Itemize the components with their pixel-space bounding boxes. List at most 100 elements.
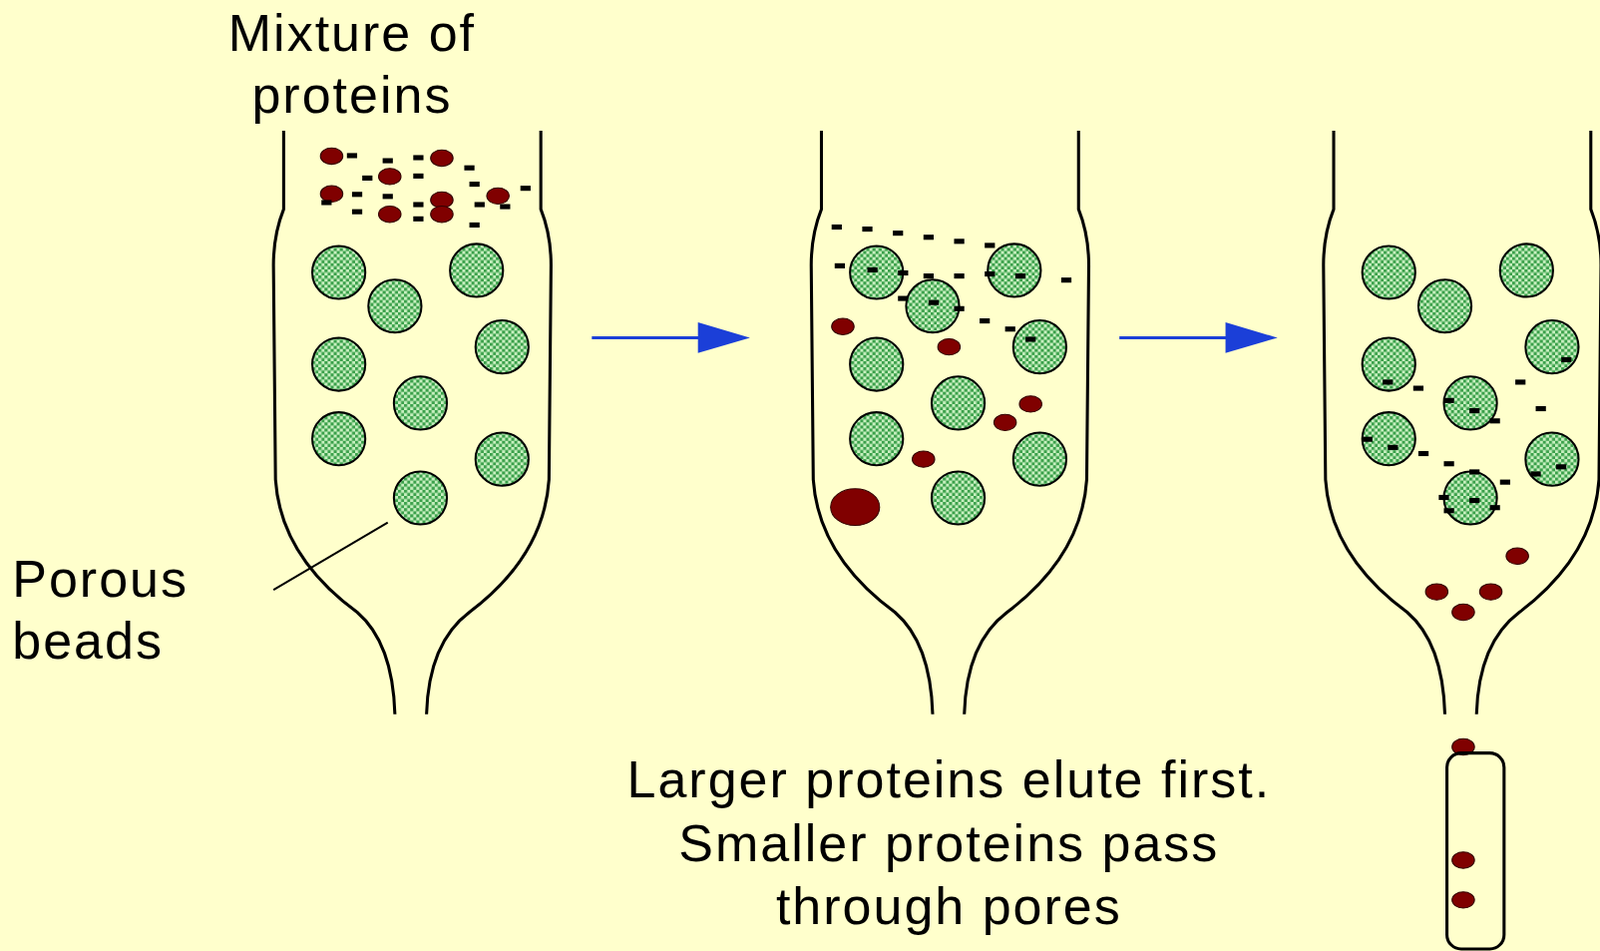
porous-bead	[312, 337, 366, 391]
small-protein	[923, 273, 934, 279]
small-protein	[892, 230, 903, 236]
large-protein	[320, 185, 344, 202]
small-protein	[1490, 504, 1501, 510]
small-protein	[1005, 326, 1016, 332]
large-protein	[831, 318, 855, 335]
small-protein	[953, 238, 964, 244]
small-protein	[412, 154, 423, 160]
porous-bead	[1443, 470, 1497, 524]
porous-bead	[931, 376, 985, 429]
porous-bead	[1362, 337, 1416, 391]
flow-arrow	[591, 322, 1277, 354]
small-protein	[499, 204, 510, 210]
porous-bead	[394, 376, 447, 429]
small-protein	[953, 273, 964, 279]
small-protein	[469, 222, 480, 228]
small-protein	[979, 318, 990, 324]
small-protein	[1443, 460, 1454, 466]
text-label: through pores	[489, 874, 1409, 937]
small-protein	[928, 300, 939, 306]
large-protein	[430, 149, 454, 166]
large-protein	[379, 168, 402, 185]
porous-bead	[1418, 279, 1472, 333]
small-protein	[861, 226, 872, 232]
porous-bead	[931, 470, 985, 524]
small-protein	[383, 157, 394, 163]
small-protein	[1387, 444, 1398, 450]
porous-bead	[394, 470, 447, 524]
small-protein	[1061, 277, 1072, 283]
column-wall	[810, 130, 933, 715]
small-protein	[897, 296, 908, 302]
small-protein	[953, 306, 964, 312]
small-protein	[1556, 463, 1567, 469]
small-protein	[1469, 407, 1480, 413]
small-protein	[412, 173, 423, 179]
small-protein	[1469, 468, 1480, 474]
porous-bead	[905, 279, 959, 333]
small-protein	[867, 267, 878, 273]
small-protein	[1490, 417, 1501, 423]
porous-bead	[1362, 411, 1416, 465]
small-protein	[1515, 379, 1526, 385]
small-protein	[362, 175, 373, 181]
small-protein	[1443, 507, 1454, 513]
small-protein	[1500, 479, 1511, 485]
large-protein	[379, 206, 402, 223]
leader-line	[273, 522, 389, 590]
porous-bead	[1443, 376, 1497, 429]
text-label: Smaller proteins pass	[489, 811, 1409, 874]
large-protein	[320, 147, 344, 164]
large-protein	[830, 488, 880, 526]
text-label: Larger proteins elute first.	[489, 748, 1409, 810]
small-protein	[1530, 470, 1541, 476]
small-protein	[520, 185, 531, 191]
small-protein	[474, 201, 485, 207]
small-protein	[834, 263, 845, 269]
large-protein	[1425, 583, 1449, 600]
large-protein	[937, 338, 961, 355]
small-protein	[1413, 386, 1424, 392]
small-protein	[1382, 379, 1393, 385]
small-protein	[352, 209, 363, 215]
small-protein	[1561, 357, 1572, 363]
small-protein	[1418, 450, 1429, 456]
column-wall	[964, 130, 1090, 715]
small-protein	[1443, 398, 1454, 403]
column-wall	[1476, 130, 1600, 715]
column-wall	[1323, 130, 1446, 715]
small-protein	[984, 271, 995, 277]
porous-bead	[849, 245, 903, 299]
porous-bead	[475, 432, 529, 486]
small-protein	[1015, 273, 1026, 279]
porous-bead	[1525, 432, 1579, 486]
large-protein	[1479, 583, 1503, 600]
small-protein	[383, 193, 394, 199]
small-protein	[412, 201, 423, 207]
porous-bead	[1013, 320, 1067, 374]
small-protein	[352, 191, 363, 197]
small-protein	[469, 181, 480, 187]
collection-tube	[1447, 753, 1505, 949]
porous-bead	[449, 243, 503, 297]
small-protein	[321, 199, 332, 205]
large-protein	[912, 450, 936, 467]
column-wall	[273, 130, 396, 715]
large-protein	[1019, 396, 1043, 412]
large-protein	[486, 187, 510, 204]
porous-bead	[1013, 432, 1067, 486]
small-protein	[412, 216, 423, 222]
large-protein	[1506, 547, 1530, 564]
large-protein	[993, 413, 1017, 430]
text-label: Mixture of proteins	[147, 1, 556, 126]
large-protein	[430, 206, 454, 223]
porous-bead	[368, 279, 421, 333]
porous-bead	[849, 337, 903, 391]
column-wall	[426, 130, 552, 715]
porous-bead	[312, 411, 366, 465]
small-protein	[984, 242, 995, 248]
porous-bead	[1500, 243, 1554, 297]
small-protein	[923, 234, 934, 240]
